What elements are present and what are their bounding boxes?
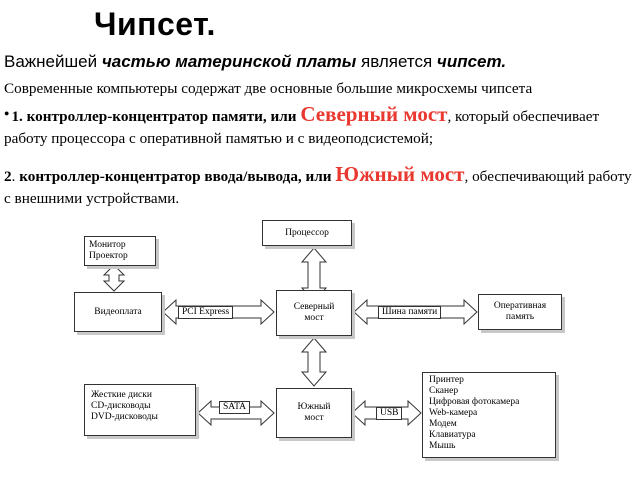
south-line1: Южный	[297, 402, 331, 412]
monitor-line2: Проектор	[89, 251, 128, 261]
north-bridge-box: Северный мост	[276, 290, 352, 336]
pci-express-label: PCI Express	[178, 306, 234, 319]
item1-rest: , который обеспечивает работу процессора…	[4, 108, 600, 147]
item2-number: 2	[4, 168, 12, 185]
north-line2: мост	[304, 313, 324, 323]
sata-label: SATA	[219, 401, 250, 414]
device-webcam: Web-камера	[429, 408, 478, 418]
lead-part2: частью материнской платы	[101, 52, 357, 71]
intro-text: Современные компьютеры содержат две осно…	[4, 80, 533, 97]
device-scanner: Сканер	[429, 386, 459, 396]
lead-sentence: Важнейшей частью материнской платы являе…	[4, 52, 506, 72]
device-printer: Принтер	[429, 375, 464, 385]
item-north-bridge: ●1. контроллер-концентратор памяти, или …	[4, 102, 636, 150]
disks-line2: CD-дисководы	[91, 401, 151, 411]
ram-line2: память	[505, 312, 535, 322]
devices-box: Принтер Сканер Цифровая фотокамера Web-к…	[422, 372, 556, 458]
arrow-north-south	[300, 337, 328, 387]
lead-part1: Важнейшей	[4, 52, 102, 71]
north-line1: Северный	[293, 302, 335, 312]
item2-dot: .	[11, 168, 20, 185]
monitor-line1: Монитор	[89, 240, 126, 250]
processor-box: Процессор	[262, 220, 352, 246]
item1-bold: 1. контроллер-концентратор памяти, или	[11, 108, 301, 125]
memory-bus-label: Шина памяти	[378, 306, 442, 319]
usb-label: USB	[376, 407, 403, 420]
device-keyboard: Клавиатура	[429, 430, 476, 440]
disks-line3: DVD-дисководы	[91, 412, 158, 422]
item2-rest: , обеспечивающий работу с внешними устро…	[4, 168, 632, 207]
lead-part3: является	[356, 52, 437, 71]
disks-line1: Жесткие диски	[91, 390, 152, 400]
videocard-box: Видеоплата	[74, 292, 162, 332]
disks-box: Жесткие диски CD-дисководы DVD-дисководы	[84, 384, 196, 436]
ram-line1: Оперативная	[493, 301, 547, 311]
chipset-diagram: Процессор Монитор Проектор Видеоплата PC…	[0, 218, 640, 480]
device-mouse: Мышь	[429, 441, 456, 451]
bullet-icon: ●	[4, 108, 10, 118]
south-line2: мост	[304, 413, 324, 423]
processor-label: Процессор	[285, 227, 329, 238]
videocard-label: Видеоплата	[94, 306, 142, 317]
ram-box: Оперативная память	[478, 294, 562, 330]
south-bridge-box: Южный мост	[276, 388, 352, 438]
slide-title: Чипсет.	[94, 6, 216, 42]
item2-bold: контроллер-концентратор ввода/вывода, ил…	[19, 168, 336, 185]
lead-part4: чипсет.	[436, 52, 507, 71]
south-bridge-highlight: Южный мост	[335, 162, 465, 186]
arrow-monitor-videocard	[102, 264, 126, 292]
north-bridge-highlight: Северный мост	[300, 102, 448, 126]
item-south-bridge: 2. контроллер-концентратор ввода/вывода,…	[4, 163, 636, 210]
device-modem: Модем	[429, 419, 457, 429]
device-camera: Цифровая фотокамера	[429, 397, 520, 407]
monitor-box: Монитор Проектор	[84, 236, 156, 266]
